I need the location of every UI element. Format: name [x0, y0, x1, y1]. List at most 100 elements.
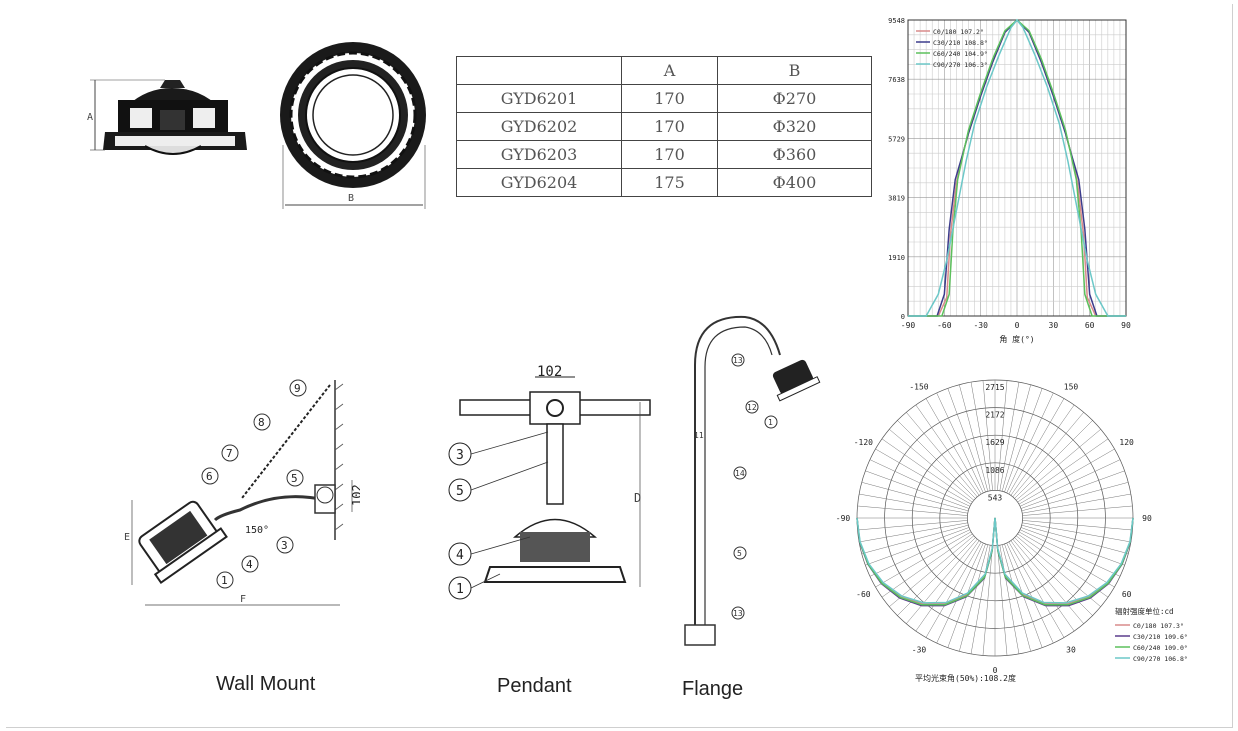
angle-label: -90 [836, 514, 851, 523]
angle-spoke [1020, 527, 1125, 566]
legend-label: C0/180 107.3° [1133, 622, 1184, 630]
angle-spoke [1019, 459, 1121, 507]
y-tick-label: 3819 [888, 195, 905, 203]
caption-pendant: Pendant [497, 675, 572, 697]
angle-spoke [881, 438, 973, 503]
luminaire-side-view: A [87, 79, 247, 155]
angle-spoke [970, 382, 991, 491]
spec-header-cell: A [621, 56, 718, 85]
angle-spoke [1019, 529, 1121, 577]
callout-5: 5 [456, 484, 464, 499]
x-tick-label: -90 [901, 321, 916, 330]
spec-cell: GYD6202 [456, 112, 622, 141]
spec-cell: Φ320 [717, 112, 872, 141]
luminaire-top-view: B [280, 42, 426, 209]
angle-spoke [1018, 448, 1115, 505]
spec-header-cell: B [717, 56, 872, 85]
angle-label: -60 [856, 590, 871, 599]
angle-spoke [1012, 412, 1084, 498]
x-tick-label: -60 [937, 321, 952, 330]
angle-label: 30 [1066, 646, 1076, 655]
angle-spoke [959, 384, 989, 492]
angle-label: 120 [1119, 438, 1134, 447]
x-tick-label: 60 [1085, 321, 1095, 330]
spec-cell: Φ400 [717, 168, 872, 197]
callout-1: 1 [221, 574, 228, 587]
angle-spoke [897, 537, 976, 616]
callout-1: 1 [456, 582, 464, 597]
angle-spoke [947, 388, 986, 493]
x-axis-label: 角 度(°) [999, 334, 1034, 344]
angle-spoke [1008, 398, 1065, 495]
angle-label: -150 [909, 382, 928, 391]
angle-spoke [1020, 470, 1125, 509]
angle-spoke [982, 545, 993, 656]
pendant-d-label: D [634, 491, 641, 505]
spec-cell: GYD6204 [456, 168, 622, 197]
spec-cell: GYD6203 [456, 140, 622, 169]
angle-spoke [1006, 542, 1054, 644]
angle-spoke [1008, 541, 1065, 638]
callout-8: 8 [258, 416, 265, 429]
angle-spoke [936, 392, 984, 494]
angle-spoke [869, 529, 971, 577]
wall-callouts: 9 8 7 6 5 4 3 1 [201, 379, 307, 589]
legend-label: C60/240 104.9° [933, 50, 988, 58]
y-tick-label: 0 [901, 313, 905, 321]
wall-width-label: 102 [350, 484, 360, 506]
spec-row: GYD6204 175 Φ400 [456, 168, 872, 197]
angle-spoke [982, 380, 993, 491]
angle-spoke [889, 535, 975, 607]
y-tick-label: 7638 [888, 76, 905, 84]
legend-label: C30/210 109.6° [1133, 633, 1188, 641]
angle-spoke [1021, 482, 1129, 512]
caption-flange: Flange [682, 678, 744, 700]
pendant-callouts: 3 5 4 1 [448, 442, 472, 600]
spec-cell: Φ270 [717, 84, 872, 113]
spec-cell: 170 [621, 84, 718, 113]
wall-mount-drawing: 102 150° E F 9 8 7 6 5 4 3 1 [124, 379, 360, 606]
spec-cell: 170 [621, 112, 718, 141]
angle-spoke [1015, 429, 1101, 501]
angle-spoke [865, 470, 970, 509]
callout-3: 3 [456, 448, 464, 463]
angle-spoke [1015, 535, 1101, 607]
angle-spoke [861, 524, 969, 554]
polar-series [856, 517, 1134, 604]
angle-spoke [1022, 505, 1133, 516]
flange-drawing: 13 12 11 14 5 13 1 [684, 315, 821, 646]
spec-header-cell [456, 56, 622, 85]
angle-spoke [915, 540, 980, 632]
angle-spoke [1010, 540, 1075, 632]
spec-row: GYD6203 170 Φ360 [456, 140, 872, 169]
callout-13: 13 [733, 356, 743, 365]
caption-wall-mount: Wall Mount [216, 673, 316, 695]
angle-label: -120 [854, 438, 873, 447]
spec-row: GYD6201 170 Φ270 [456, 84, 872, 113]
angle-spoke [1006, 392, 1054, 494]
callout-13b: 13 [733, 609, 743, 618]
angle-spoke [1022, 520, 1133, 531]
spec-header-row: A B [456, 56, 872, 85]
angle-spoke [875, 448, 972, 505]
callout-11: 11 [694, 431, 704, 440]
angle-spoke [925, 541, 982, 638]
page-frame [6, 4, 1233, 728]
x-tick-label: 0 [1015, 321, 1020, 330]
callout-1: 1 [768, 418, 773, 427]
series-line [908, 18, 1126, 317]
spec-cell: 170 [621, 140, 718, 169]
callout-5: 5 [291, 472, 298, 485]
callout-9: 9 [294, 382, 301, 395]
angle-spoke [970, 545, 991, 654]
angle-spoke [999, 545, 1020, 654]
angle-label: 60 [1122, 590, 1132, 599]
x-tick-label: 30 [1049, 321, 1059, 330]
callout-12: 12 [747, 403, 757, 412]
angle-spoke [857, 520, 968, 531]
angle-spoke [869, 459, 971, 507]
y-tick-label: 9548 [888, 17, 905, 25]
